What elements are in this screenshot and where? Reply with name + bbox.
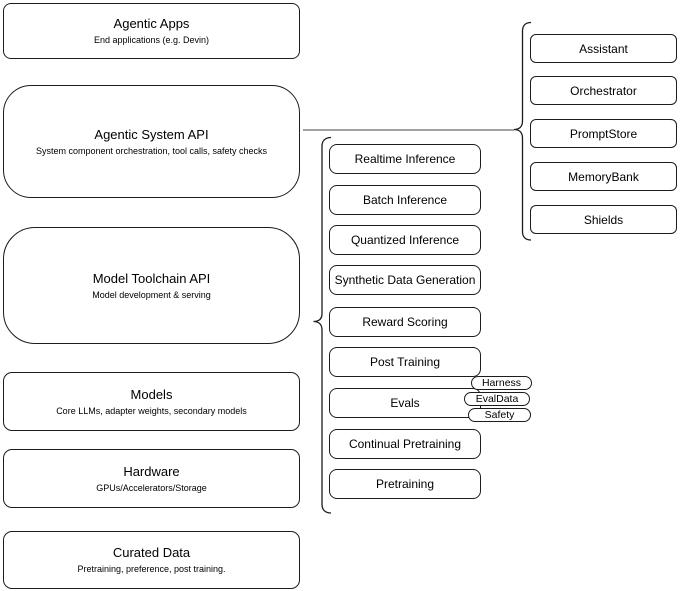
toolchain-item-post-training: Post Training [329,347,481,377]
layer-subtitle: Pretraining, preference, post training. [77,564,226,574]
evals-tag-harness: Harness [471,376,532,390]
layer-title: Hardware [123,463,180,479]
layer-subtitle: Core LLMs, adapter weights, secondary mo… [56,405,247,416]
layer-title: Models [130,386,173,402]
layer-hardware: Hardware GPUs/Accelerators/Storage [3,449,300,508]
layer-title: Agentic System API [94,126,209,142]
toolchain-item-pretraining: Pretraining [329,469,481,499]
layer-curated-data: Curated Data Pretraining, preference, po… [3,531,300,589]
layer-agentic-system-api: Agentic System API System component orch… [3,85,300,198]
toolchain-item-quantized-inference: Quantized Inference [329,225,481,255]
system-item-orchestrator: Orchestrator [530,76,677,105]
layer-subtitle: Model development & serving [92,289,211,300]
layer-title: Agentic Apps [113,16,190,31]
evals-tag-evaldata: EvalData [464,392,530,406]
system-item-shields: Shields [530,205,677,234]
toolchain-item-synthetic-data-generation: Synthetic Data Generation [329,265,481,295]
toolchain-item-batch-inference: Batch Inference [329,185,481,215]
toolchain-item-realtime-inference: Realtime Inference [329,144,481,174]
toolchain-item-reward-scoring: Reward Scoring [329,307,481,337]
layer-models: Models Core LLMs, adapter weights, secon… [3,372,300,431]
layer-subtitle: System component orchestration, tool cal… [35,145,268,156]
toolchain-item-continual-pretraining: Continual Pretraining [329,429,481,459]
layer-agentic-apps: Agentic Apps End applications (e.g. Devi… [3,3,300,59]
system-components-brace [513,21,532,241]
system-item-promptstore: PromptStore [530,119,677,148]
toolchain-components-brace [313,136,332,514]
system-item-assistant: Assistant [530,34,677,63]
layer-subtitle: End applications (e.g. Devin) [93,35,210,45]
toolchain-item-evals: Evals [329,388,481,418]
layer-title: Model Toolchain API [92,270,211,286]
layer-model-toolchain-api: Model Toolchain API Model development & … [3,227,300,344]
evals-tag-safety: Safety [468,408,531,422]
layer-title: Curated Data [112,545,191,560]
layer-subtitle: GPUs/Accelerators/Storage [96,482,207,493]
system-item-memorybank: MemoryBank [530,162,677,191]
